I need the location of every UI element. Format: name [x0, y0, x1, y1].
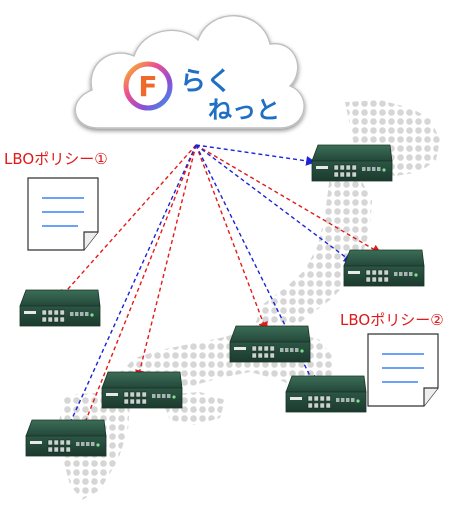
logo-name-line2: ねっと [208, 96, 280, 124]
policy1-arrow [58, 144, 197, 300]
network-devices [19, 144, 425, 457]
policy1-arrow [135, 144, 197, 380]
policy2-arrow [64, 144, 197, 434]
network-switch-icon [19, 289, 101, 327]
rakunet-logo: F らく ねっと [123, 61, 280, 124]
policy1-arrow [195, 144, 382, 254]
network-switch-icon [101, 371, 183, 409]
network-switch-icon [285, 375, 367, 413]
network-switch-icon [311, 144, 393, 182]
policy2-label: LBOポリシー② [340, 311, 444, 329]
network-switch-icon [343, 249, 425, 287]
policy2-arrow [195, 144, 315, 386]
policy2-document [367, 333, 439, 407]
logo-name-line1: らく [180, 67, 232, 97]
policy1-label: LBOポリシー① [4, 150, 108, 168]
policy2-arrow [195, 144, 354, 264]
logo-letter: F [138, 70, 157, 103]
logo-ring-icon [123, 61, 173, 111]
policy1-arrow [195, 144, 268, 332]
policy1-document [27, 177, 99, 251]
policy1-arrow [76, 144, 197, 442]
policy-arrows [58, 144, 382, 442]
network-switch-icon [229, 325, 311, 363]
policy2-arrow [195, 144, 316, 166]
network-switch-icon [25, 419, 107, 457]
